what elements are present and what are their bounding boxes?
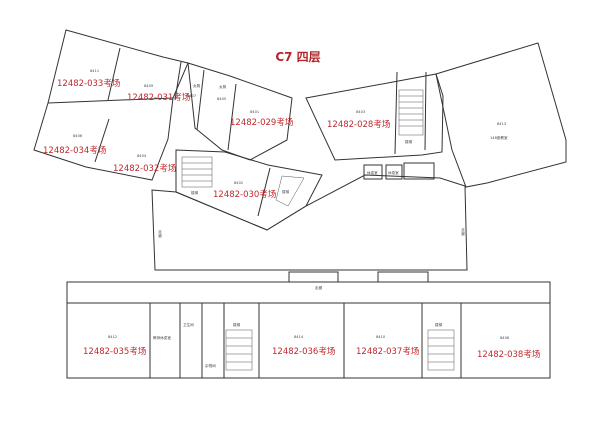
lower-block-outline [66,281,551,379]
stair-label: 楼梯 [191,191,199,195]
closet-label: 杂物间 [205,364,216,368]
wall [107,47,121,101]
stair-label: 楼梯 [405,140,413,144]
exam-room-label: 12482-028考场 [327,120,391,130]
exam-room-label: 12482-038考场 [477,350,541,360]
floor-title: C7 四层 [275,50,321,64]
room-number: 8409 [144,84,154,88]
exam-room-label: 12482-033考场 [57,79,121,89]
teacher-rest-label: 教师休息室 [153,336,171,340]
exam-room-label: 12482-031考场 [127,93,191,103]
wall [47,97,174,104]
wall [257,167,271,217]
sanitation-label: 卫生间 [183,323,194,327]
toilet-label: 女厕 [219,85,227,89]
stair-projection [288,271,339,283]
right-center-block-outline [305,73,444,161]
wall [394,71,398,155]
service-room [385,164,403,180]
exam-room-label: 12482-034考场 [43,146,107,156]
room-number: 8406 [73,134,83,138]
exam-room-label: 12482-037考场 [356,347,420,357]
room-number: 8401 [250,110,260,114]
room-number: 8411 [90,69,100,73]
exam-room-label: 12482-029考场 [230,118,294,128]
exam-room-label: 12482-032考场 [113,164,177,174]
corridor-label: 走廊 [315,286,323,290]
multi-room-label: 148座教室 [490,136,508,140]
exam-room-label: 12482-035考场 [83,347,147,357]
wall [174,61,182,101]
stair-label: 楼梯 [435,323,443,327]
room-number: 8403 [356,110,366,114]
wall [94,118,110,163]
room-number: 8412 [108,335,118,339]
corridor-label: 走廊 [158,230,162,238]
exam-room-label: 12482-030考场 [213,190,277,200]
corridor-outline [151,174,468,271]
west-wing-outline [33,29,189,181]
room-number: 8407 [187,94,197,98]
stair-label: 楼梯 [282,190,290,194]
wall [196,69,205,131]
service-room [363,164,383,180]
room-number: 8414 [294,335,304,339]
stair-label: 楼梯 [233,323,241,327]
rest-label: 休息室 [367,171,378,175]
room-number: 8413 [497,122,507,126]
room-number: 8402 [234,181,244,185]
corridor-label: 走廊 [461,228,465,236]
wall [227,83,237,151]
toilet-label: 女厕 [193,84,201,88]
wall [424,71,427,151]
exam-room-label: 12482-036考场 [272,347,336,357]
stair-projection [377,271,429,283]
room-number: 8405 [217,97,227,101]
rest-label: 休息室 [388,171,399,175]
room-number: 8410 [376,335,386,339]
center-left-block-outline [187,62,293,161]
room-number: 8404 [137,154,147,158]
east-wing-outline [435,42,567,188]
room-number: 8408 [500,336,510,340]
service-room [403,162,435,180]
